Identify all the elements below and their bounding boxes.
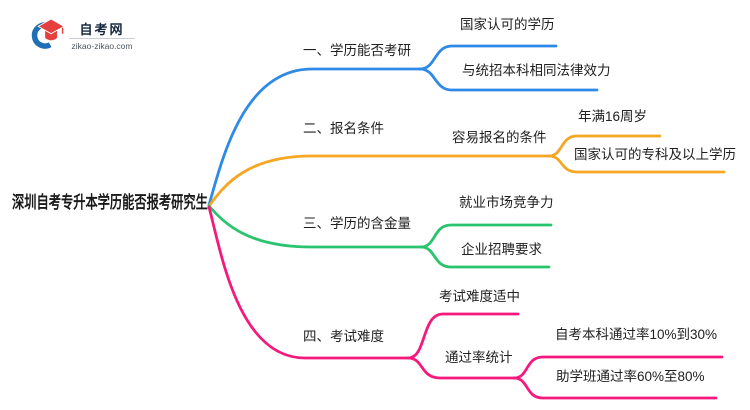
edge-branch-2 — [207, 154, 551, 208]
edge-branch-4 — [207, 205, 410, 360]
edge-branch-1 — [207, 67, 422, 207]
branch-2-child-1-label: 容易报名的条件 — [452, 130, 547, 145]
branch-2-grandchild-2-label: 国家认可的专科及以上学历 — [574, 147, 736, 162]
branch-3-child-2-label: 企业招聘要求 — [461, 242, 542, 257]
brand-site-url: zikao-zikao.com — [71, 40, 133, 51]
branch-2-grandchild-1-label: 年满16周岁 — [578, 109, 648, 124]
brand-name: 自考网 — [79, 21, 125, 37]
edge-branch-4-child-1 — [406, 312, 520, 360]
branch-1-child-2-label: 与统招本科相同法律效力 — [462, 63, 611, 78]
branch-2-edges — [207, 134, 726, 208]
brand-logo-text: 自考网 zikao-zikao.com — [69, 22, 135, 51]
edge-branch-4-grandchild-2 — [512, 376, 718, 400]
edge-branch-3-child-2 — [419, 245, 551, 269]
branch-4-grandchild-1-label: 自考本科通过率10%到30% — [555, 327, 718, 342]
edge-branch-4-child-2 — [406, 356, 516, 380]
branch-3-child-1-label: 就业市场竞争力 — [459, 195, 554, 210]
branch-1-edges — [207, 44, 599, 207]
branch-4-edges — [207, 205, 724, 400]
branch-4-child-1-label: 考试难度适中 — [439, 289, 520, 304]
logo-divider — [69, 37, 135, 39]
branch-1-label: 一、学历能否考研 — [303, 43, 411, 58]
brand-logo: 自考网 zikao-zikao.com — [28, 19, 135, 53]
branch-4-child-2-label: 通过率统计 — [445, 350, 513, 365]
edge-branch-3 — [207, 204, 423, 249]
branch-3-edges — [207, 204, 553, 269]
brand-logo-icon — [31, 19, 65, 49]
edge-branch-1-child-2 — [418, 67, 599, 92]
root-node-label: 深圳自考专升本学历能否报考研究生 — [12, 193, 208, 212]
branch-1-child-1-label: 国家认可的学历 — [460, 17, 555, 32]
edge-branch-2-grandchild-2 — [547, 154, 726, 174]
branch-3-label: 三、学历的含金量 — [303, 216, 411, 231]
branch-2-label: 二、报名条件 — [303, 121, 384, 136]
branch-4-label: 四、考试难度 — [303, 329, 384, 344]
branch-4-grandchild-2-label: 助学班通过率60%至80% — [556, 369, 705, 384]
logo-cap-board-icon — [37, 19, 65, 35]
